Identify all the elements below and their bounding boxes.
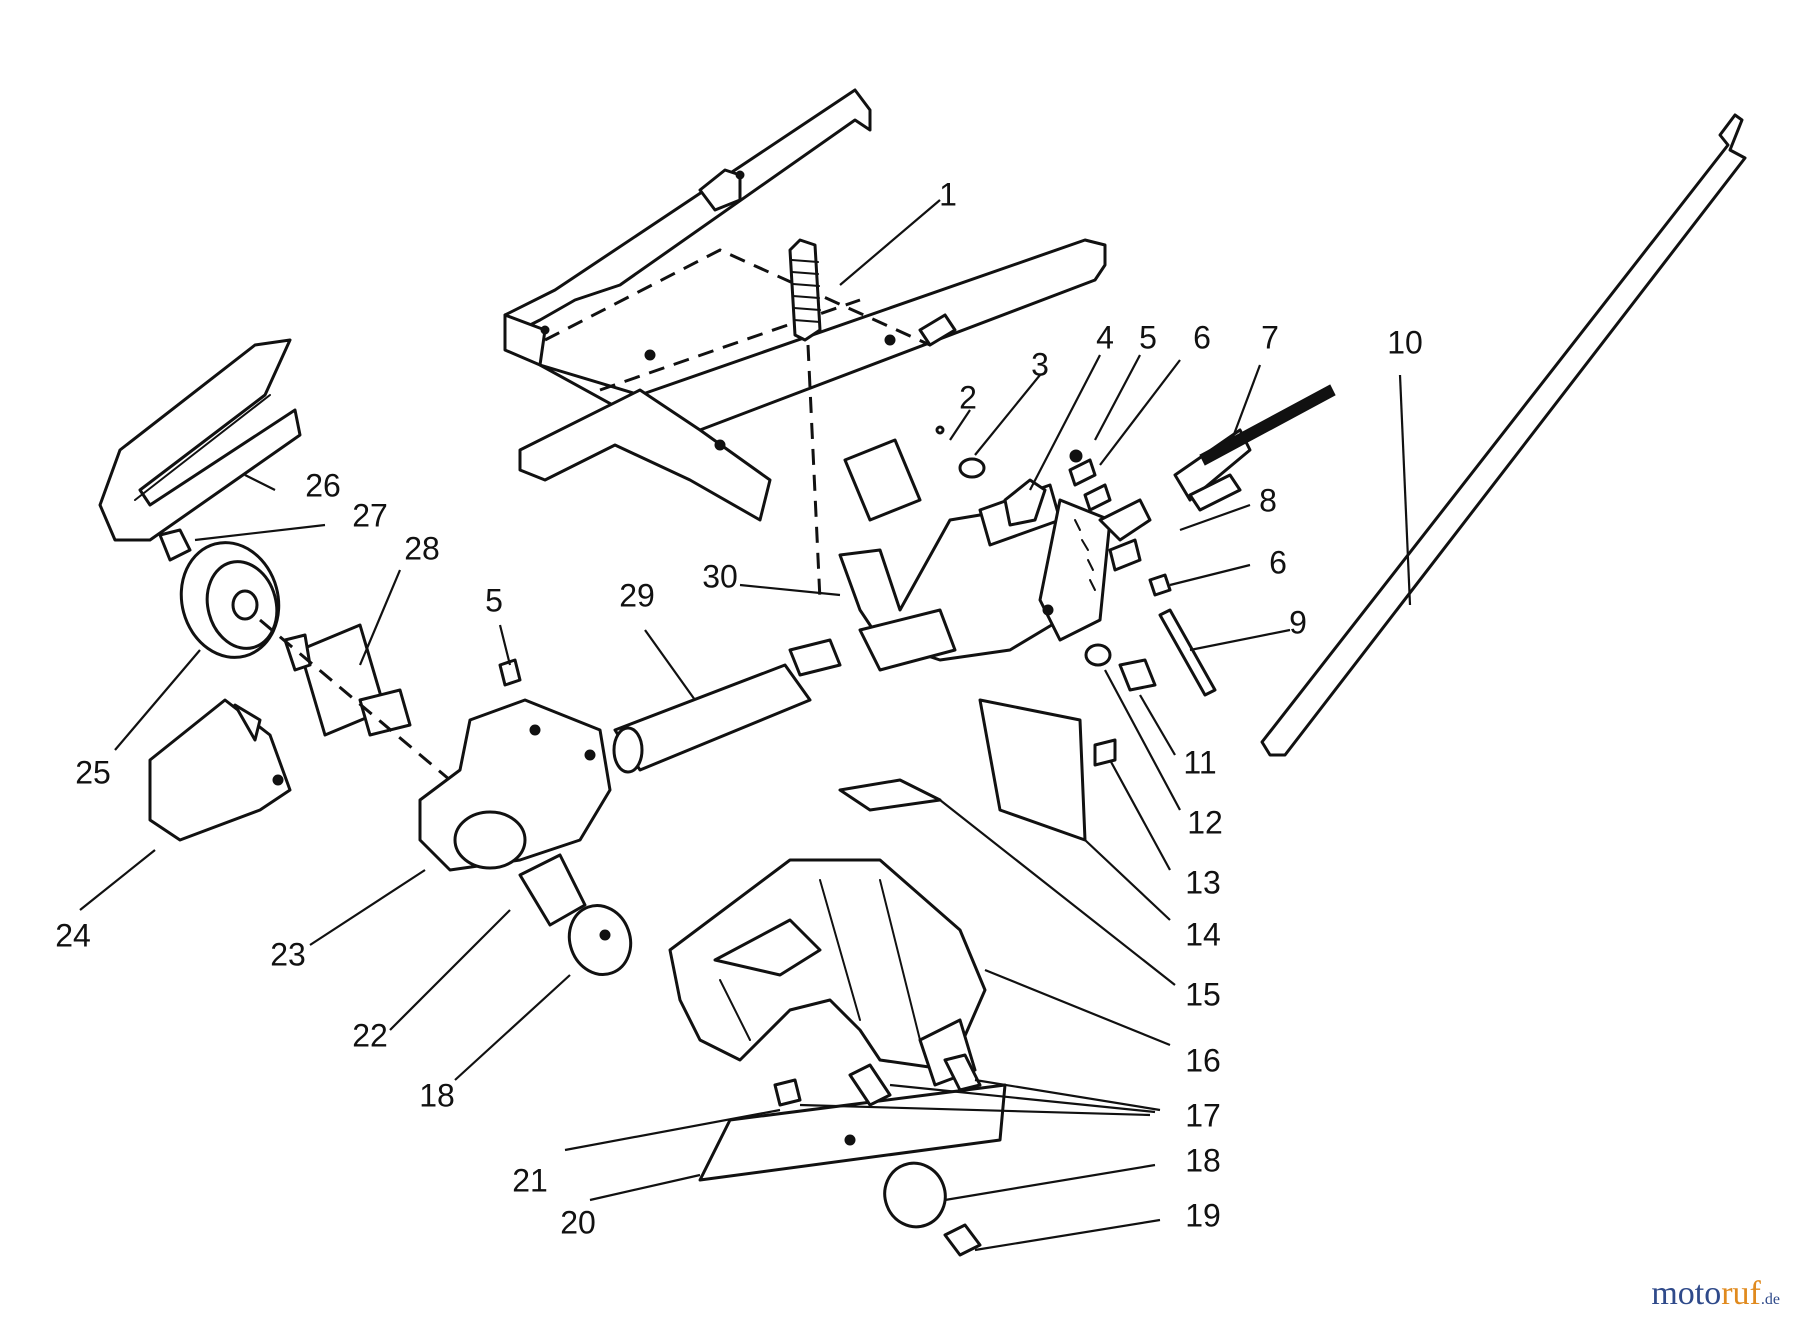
callout-18-right: 18 — [1185, 1142, 1221, 1178]
callout-6-mid: 6 — [1269, 544, 1287, 580]
belt — [98, 338, 302, 542]
callout-20: 20 — [560, 1204, 596, 1240]
callout-labels: 1 2 3 4 5 6 7 8 6 9 10 11 12 13 14 15 16… — [55, 176, 1423, 1240]
watermark-part2: ruf — [1721, 1275, 1761, 1312]
callout-30: 30 — [702, 558, 738, 594]
auger-shaft — [612, 638, 842, 774]
callout-17: 17 — [1185, 1097, 1221, 1133]
callout-8: 8 — [1259, 482, 1277, 518]
chute — [668, 858, 987, 1087]
callout-2: 2 — [959, 379, 977, 415]
callout-4: 4 — [1096, 319, 1114, 355]
callout-26: 26 — [305, 467, 341, 503]
callout-5-top: 5 — [1139, 319, 1157, 355]
callout-29: 29 — [619, 577, 655, 613]
callout-27: 27 — [352, 497, 388, 533]
callout-21: 21 — [512, 1162, 548, 1198]
callout-3: 3 — [1031, 346, 1049, 382]
callout-12: 12 — [1187, 804, 1223, 840]
short-shaft — [843, 438, 922, 522]
rod — [1260, 113, 1747, 757]
callout-7: 7 — [1261, 319, 1279, 355]
spring — [788, 238, 822, 601]
pulley — [158, 528, 281, 659]
callout-10: 10 — [1387, 324, 1423, 360]
callout-24: 24 — [55, 917, 91, 953]
watermark-part3: .de — [1760, 1291, 1780, 1308]
plates — [838, 698, 1117, 842]
watermark-part1: moto — [1651, 1275, 1722, 1312]
watermark: motoruf.de — [1651, 1275, 1780, 1313]
callout-19: 19 — [1185, 1197, 1221, 1233]
housing — [418, 658, 612, 872]
mount — [148, 698, 292, 842]
shaft-28 — [259, 618, 451, 782]
callout-28: 28 — [404, 530, 440, 566]
callout-23: 23 — [270, 936, 306, 972]
bracket-assembly — [838, 478, 1112, 672]
callout-14: 14 — [1185, 916, 1221, 952]
callout-6-top: 6 — [1193, 319, 1211, 355]
bushing-washer — [518, 853, 633, 976]
callout-1: 1 — [939, 176, 957, 212]
callout-5-left: 5 — [485, 582, 503, 618]
leader-lines — [79, 199, 1412, 1252]
nut-washer — [1084, 643, 1157, 692]
callout-13: 13 — [1185, 864, 1221, 900]
callout-22: 22 — [352, 1017, 388, 1053]
callout-16: 16 — [1185, 1042, 1221, 1078]
bolts — [773, 1053, 982, 1107]
callout-11: 11 — [1183, 744, 1216, 780]
callout-9: 9 — [1289, 604, 1307, 640]
callout-15: 15 — [1185, 976, 1221, 1012]
hardware-top — [935, 384, 1336, 697]
callout-25: 25 — [75, 754, 111, 790]
frame — [503, 88, 1107, 522]
callout-18-left: 18 — [419, 1077, 455, 1113]
